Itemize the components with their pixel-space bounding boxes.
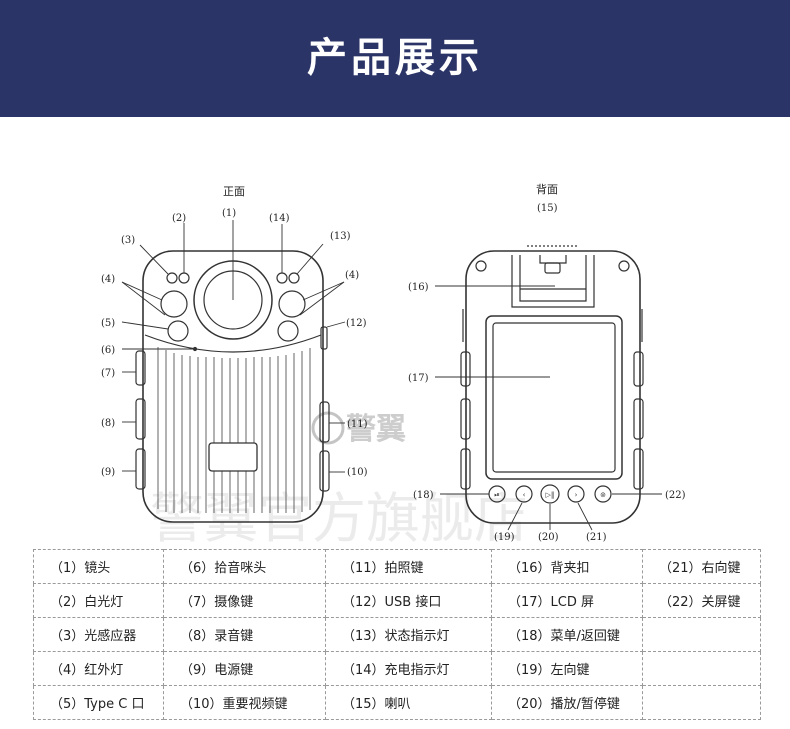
type-c-port	[167, 320, 189, 342]
status-indicator	[288, 272, 300, 284]
callout-7: (7)	[101, 368, 115, 379]
type-c-port-right	[277, 320, 299, 342]
legend-cell: （1）镜头	[33, 549, 164, 584]
legend-cell: （4）红外灯	[33, 651, 164, 686]
callout-4-left: (4)	[101, 274, 115, 285]
front-callouts: (1) (2) (3) (14) (13) (4) (4) (5) (12) (…	[101, 208, 368, 478]
right-button	[567, 485, 585, 503]
svg-text:⊚: ⊚	[600, 491, 606, 499]
front-callout-lines	[121, 220, 346, 473]
legend-cell: （5）Type C 口	[33, 685, 164, 720]
light-sensor	[166, 272, 178, 284]
callout-11: (11)	[347, 419, 368, 430]
page-title: 产品展示	[307, 35, 483, 81]
legend-cell	[642, 617, 761, 652]
power-side-button	[135, 448, 146, 490]
lcd-frame	[485, 315, 623, 480]
table-row: （2）白光灯 （7）摄像键 （12）USB 接口 （17）LCD 屏 （22）关…	[33, 583, 761, 618]
callout-14: (14)	[269, 213, 290, 224]
legend-cell: （21）右向键	[642, 549, 761, 584]
callout-16: (16)	[408, 282, 429, 293]
table-row: （4）红外灯 （9）电源键 （14）充电指示灯 （19）左向键	[33, 651, 761, 686]
callout-4-right: (4)	[345, 270, 359, 281]
usb-port-cover	[320, 326, 328, 350]
callout-8: (8)	[101, 418, 115, 429]
charge-indicator	[276, 272, 288, 284]
screen-off-button	[594, 485, 612, 503]
back-clip	[511, 255, 595, 308]
table-row: （1）镜头 （6）拾音咪头 （11）拍照键 （16）背夹扣 （21）右向键	[33, 549, 761, 584]
back-view-title: 背面	[536, 182, 558, 196]
important-video-side-button	[319, 450, 330, 492]
legend-cell: （19）左向键	[491, 651, 643, 686]
screw-hole-left	[475, 260, 487, 272]
callout-13: (13)	[330, 231, 351, 242]
legend-cell: （7）摄像键	[163, 583, 326, 618]
svg-text:›: ›	[575, 491, 578, 499]
legend-cell: （11）拍照键	[325, 549, 492, 584]
legend-cell	[642, 685, 761, 720]
back-callouts: (15) (16) (17) (18) (19) (20) (21) (22)	[408, 203, 686, 543]
svg-text:▷‖: ▷‖	[546, 491, 555, 499]
photo-side-button	[319, 401, 330, 443]
screw-hole-right	[618, 260, 630, 272]
callout-9: (9)	[101, 467, 115, 478]
title-banner: 产品展示	[0, 0, 790, 117]
callout-21: (21)	[586, 532, 607, 543]
legend-cell: （12）USB 接口	[325, 583, 492, 618]
back-body	[465, 250, 641, 524]
legend-cell: （14）充电指示灯	[325, 651, 492, 686]
back-callout-lines	[435, 285, 662, 531]
infrared-led-right	[278, 290, 306, 318]
watermark-store: 警翼官方旗舰店	[150, 487, 528, 547]
callout-6: (6)	[101, 345, 115, 356]
svg-text:‹: ‹	[523, 491, 526, 499]
lcd-screen	[492, 322, 616, 473]
product-diagram: 警翼 警翼官方旗舰店 正面 背面	[101, 182, 686, 547]
callout-19: (19)	[494, 532, 515, 543]
table-row: （5）Type C 口 （10）重要视频键 （15）喇叭 （20）播放/暂停键	[33, 685, 761, 720]
callout-2: (2)	[172, 213, 186, 224]
white-light-led	[178, 272, 190, 284]
legend-cell: （15）喇叭	[325, 685, 492, 720]
watermark: 警翼 警翼官方旗舰店	[150, 411, 528, 547]
back-device	[460, 245, 644, 524]
callout-22: (22)	[665, 490, 686, 501]
legend-cell: （3）光感应器	[33, 617, 164, 652]
record-video-side-button	[135, 350, 146, 386]
legend-cell: （17）LCD 屏	[491, 583, 643, 618]
parts-legend-table: （1）镜头 （6）拾音咪头 （11）拍照键 （16）背夹扣 （21）右向键 （2…	[33, 549, 761, 720]
legend-cell: （10）重要视频键	[163, 685, 326, 720]
legend-cell: （6）拾音咪头	[163, 549, 326, 584]
callout-15: (15)	[537, 203, 558, 214]
record-audio-side-button	[135, 398, 146, 440]
legend-cell: （9）电源键	[163, 651, 326, 686]
watermark-brand: 警翼	[346, 412, 406, 447]
legend-cell	[642, 651, 761, 686]
front-view-title: 正面	[223, 185, 245, 198]
table-row: （3）光感应器 （8）录音键 （13）状态指示灯 （18）菜单/返回键	[33, 617, 761, 652]
legend-cell: （18）菜单/返回键	[491, 617, 643, 652]
play-pause-button	[540, 484, 560, 504]
legend-cell: （16）背夹扣	[491, 549, 643, 584]
callout-5: (5)	[101, 318, 115, 329]
label-window	[208, 442, 258, 472]
callout-17: (17)	[408, 373, 429, 384]
callout-3: (3)	[121, 235, 135, 246]
legend-cell: （2）白光灯	[33, 583, 164, 618]
legend-cell: （13）状态指示灯	[325, 617, 492, 652]
callout-10: (10)	[347, 467, 368, 478]
legend-cell: （20）播放/暂停键	[491, 685, 643, 720]
left-button	[515, 485, 533, 503]
callout-12: (12)	[346, 318, 367, 329]
infrared-led-left	[160, 290, 188, 318]
legend-cell: （22）关屏键	[642, 583, 761, 618]
back-button-glyphs: ⏯ ‹ ▷‖ › ⊚	[494, 491, 606, 499]
front-device	[135, 250, 330, 523]
callout-1: (1)	[222, 208, 236, 219]
callout-18: (18)	[413, 490, 434, 501]
legend-cell: （8）录音键	[163, 617, 326, 652]
svg-text:⏯: ⏯	[494, 491, 500, 499]
callout-20: (20)	[538, 532, 559, 543]
